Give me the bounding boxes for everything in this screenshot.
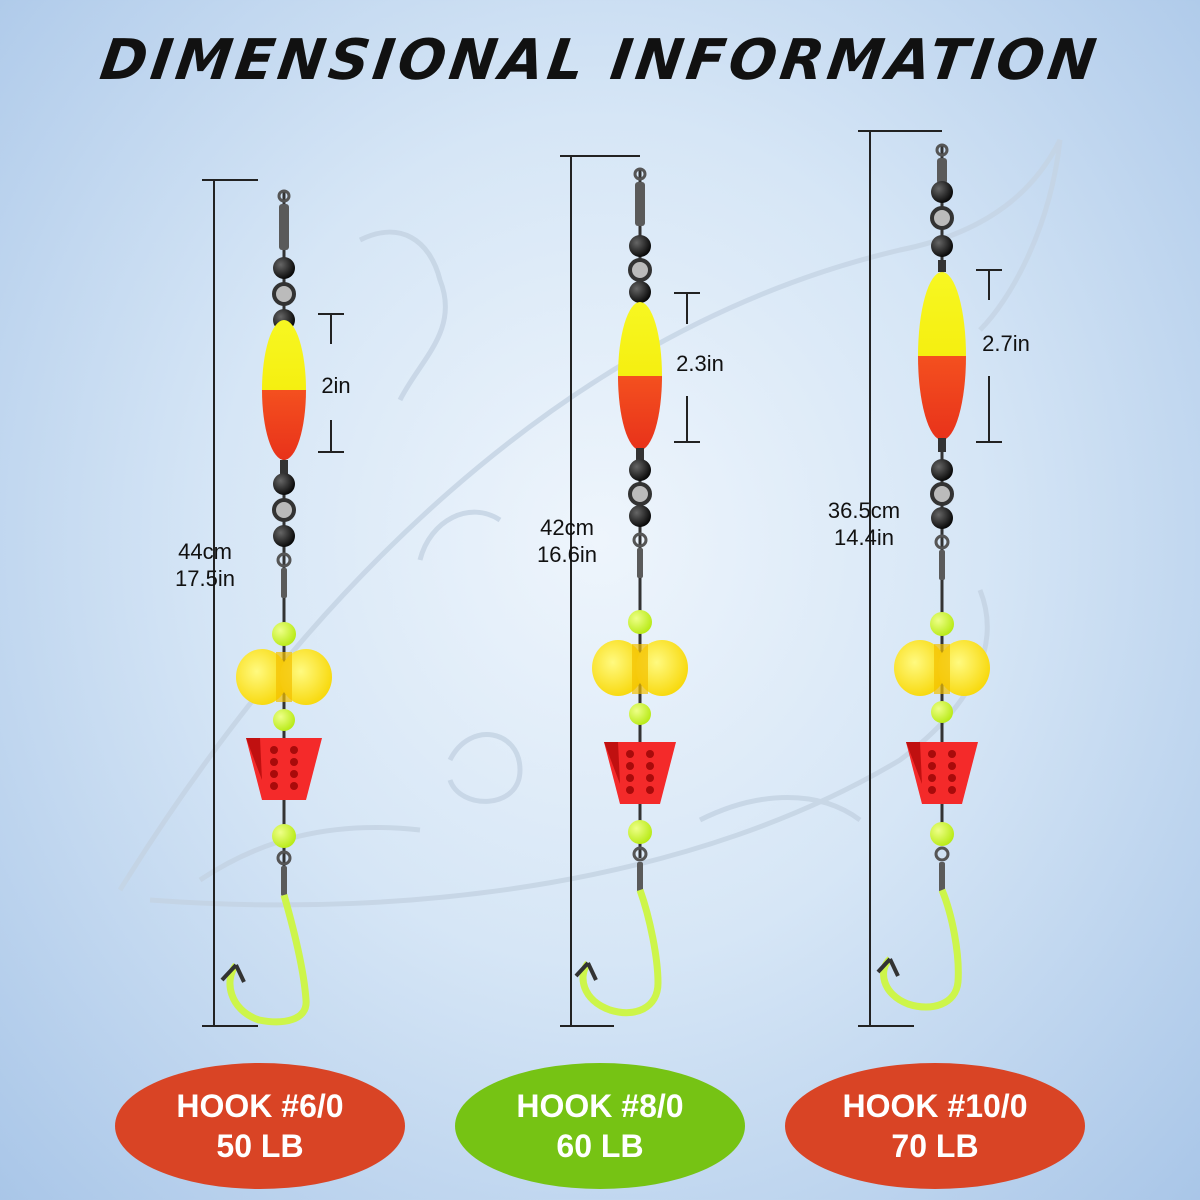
total-length-in-3: 14.4in: [834, 525, 894, 550]
line-strength-2: 60 LB: [556, 1128, 644, 1164]
total-length-label-1: 44cm 17.5in: [160, 538, 250, 592]
total-length-cm-2: 42cm: [540, 515, 594, 540]
total-length-in-1: 17.5in: [175, 566, 235, 591]
hook-size-1: HOOK #6/0: [176, 1088, 344, 1124]
hook-badge-8-0: HOOK #8/0 60 LB: [455, 1063, 745, 1189]
float-length-label-3: 2.7in: [982, 331, 1030, 356]
rig-6-0: [202, 179, 344, 1027]
rig-10-0: [858, 130, 1002, 1027]
total-length-label-2: 42cm 16.6in: [522, 514, 612, 568]
hook-size-3: HOOK #10/0: [842, 1088, 1028, 1124]
total-length-in-2: 16.6in: [537, 542, 597, 567]
total-length-cm-1: 44cm: [178, 539, 232, 564]
line-strength-1: 50 LB: [216, 1128, 304, 1164]
rig-8-0: [560, 155, 700, 1027]
float-length-label-1: 2in: [321, 373, 351, 398]
hook-size-2: HOOK #8/0: [516, 1088, 684, 1124]
hook-badge-6-0: HOOK #6/0 50 LB: [115, 1063, 405, 1189]
total-length-label-3: 36.5cm 14.4in: [814, 497, 914, 551]
hook-badge-10-0: HOOK #10/0 70 LB: [785, 1063, 1085, 1189]
line-strength-3: 70 LB: [891, 1128, 979, 1164]
float-length-label-2: 2.3in: [676, 351, 724, 376]
total-length-cm-3: 36.5cm: [827, 498, 901, 523]
